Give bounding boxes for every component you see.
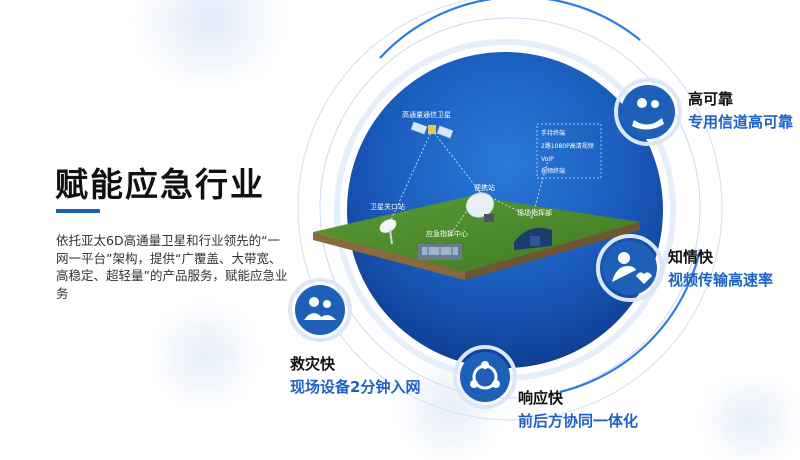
feature-reliable: 高可靠 专用信道高可靠 bbox=[688, 88, 793, 132]
field-hq-tent-icon bbox=[514, 227, 552, 250]
feature-subtitle: 现场设备2分钟入网 bbox=[290, 378, 421, 396]
feature-title: 知情快 bbox=[668, 248, 714, 266]
feature-title: 响应快 bbox=[518, 389, 564, 407]
satellite-label: 高通量通信卫星 bbox=[402, 110, 451, 119]
portable-station-icon bbox=[465, 192, 495, 222]
ground-edge-right bbox=[465, 222, 640, 280]
satellite-icon bbox=[410, 121, 454, 139]
ring-arc-accent bbox=[559, 249, 702, 394]
terminal-item: VoIP bbox=[541, 156, 554, 163]
ground-platform bbox=[313, 196, 640, 272]
page-title: 赋能应急行业 bbox=[55, 165, 265, 204]
portable-station-label: 便携站 bbox=[474, 183, 495, 192]
feature-title: 高可靠 bbox=[688, 90, 734, 108]
terminal-item: 2路1080P高清视频 bbox=[541, 142, 594, 150]
bg-blob bbox=[150, 300, 260, 410]
ring-arc-accent bbox=[379, 0, 641, 59]
feature-subtitle: 视频传输高速率 bbox=[668, 271, 774, 289]
command-center-label: 应急指挥中心 bbox=[426, 229, 468, 238]
diagram-scene: 高通量通信卫星 卫星关口站 便携站 应急指挥中心 现场指挥部 手持终端 2路10… bbox=[288, 0, 723, 421]
page-description: 依托亚太6D高通量卫星和行业领先的“一网一平台”架构，提供“广覆盖、大带宽、高稳… bbox=[56, 233, 288, 301]
hands-people-icon bbox=[614, 78, 682, 146]
terminal-item: 手持终端 bbox=[541, 129, 565, 137]
middle-ring bbox=[319, 17, 701, 399]
gateway-dish-icon bbox=[379, 219, 397, 245]
feature-rescue: 救灾快 现场设备2分钟入网 bbox=[290, 353, 420, 397]
bg-blob bbox=[690, 380, 800, 460]
terminals-box bbox=[536, 123, 602, 179]
title-underline bbox=[56, 209, 100, 213]
collaboration-cycle-icon bbox=[453, 345, 517, 409]
command-center-icon bbox=[418, 244, 462, 260]
outer-ring bbox=[297, 0, 723, 421]
person-heart-icon bbox=[596, 234, 664, 302]
gateway-label: 卫星关口站 bbox=[370, 202, 405, 211]
feature-response: 响应快 前后方协同一体化 bbox=[518, 387, 638, 431]
feature-subtitle: 前后方协同一体化 bbox=[518, 412, 639, 430]
feature-subtitle: 专用信道高可靠 bbox=[688, 113, 794, 131]
terminal-item: 视频终端 bbox=[541, 167, 565, 175]
feature-title: 救灾快 bbox=[290, 355, 336, 373]
group-people-icon bbox=[288, 278, 352, 342]
ground-edge-left bbox=[313, 232, 465, 280]
feature-informed: 知情快 视频传输高速率 bbox=[668, 246, 773, 290]
field-hq-label: 现场指挥部 bbox=[517, 208, 552, 217]
